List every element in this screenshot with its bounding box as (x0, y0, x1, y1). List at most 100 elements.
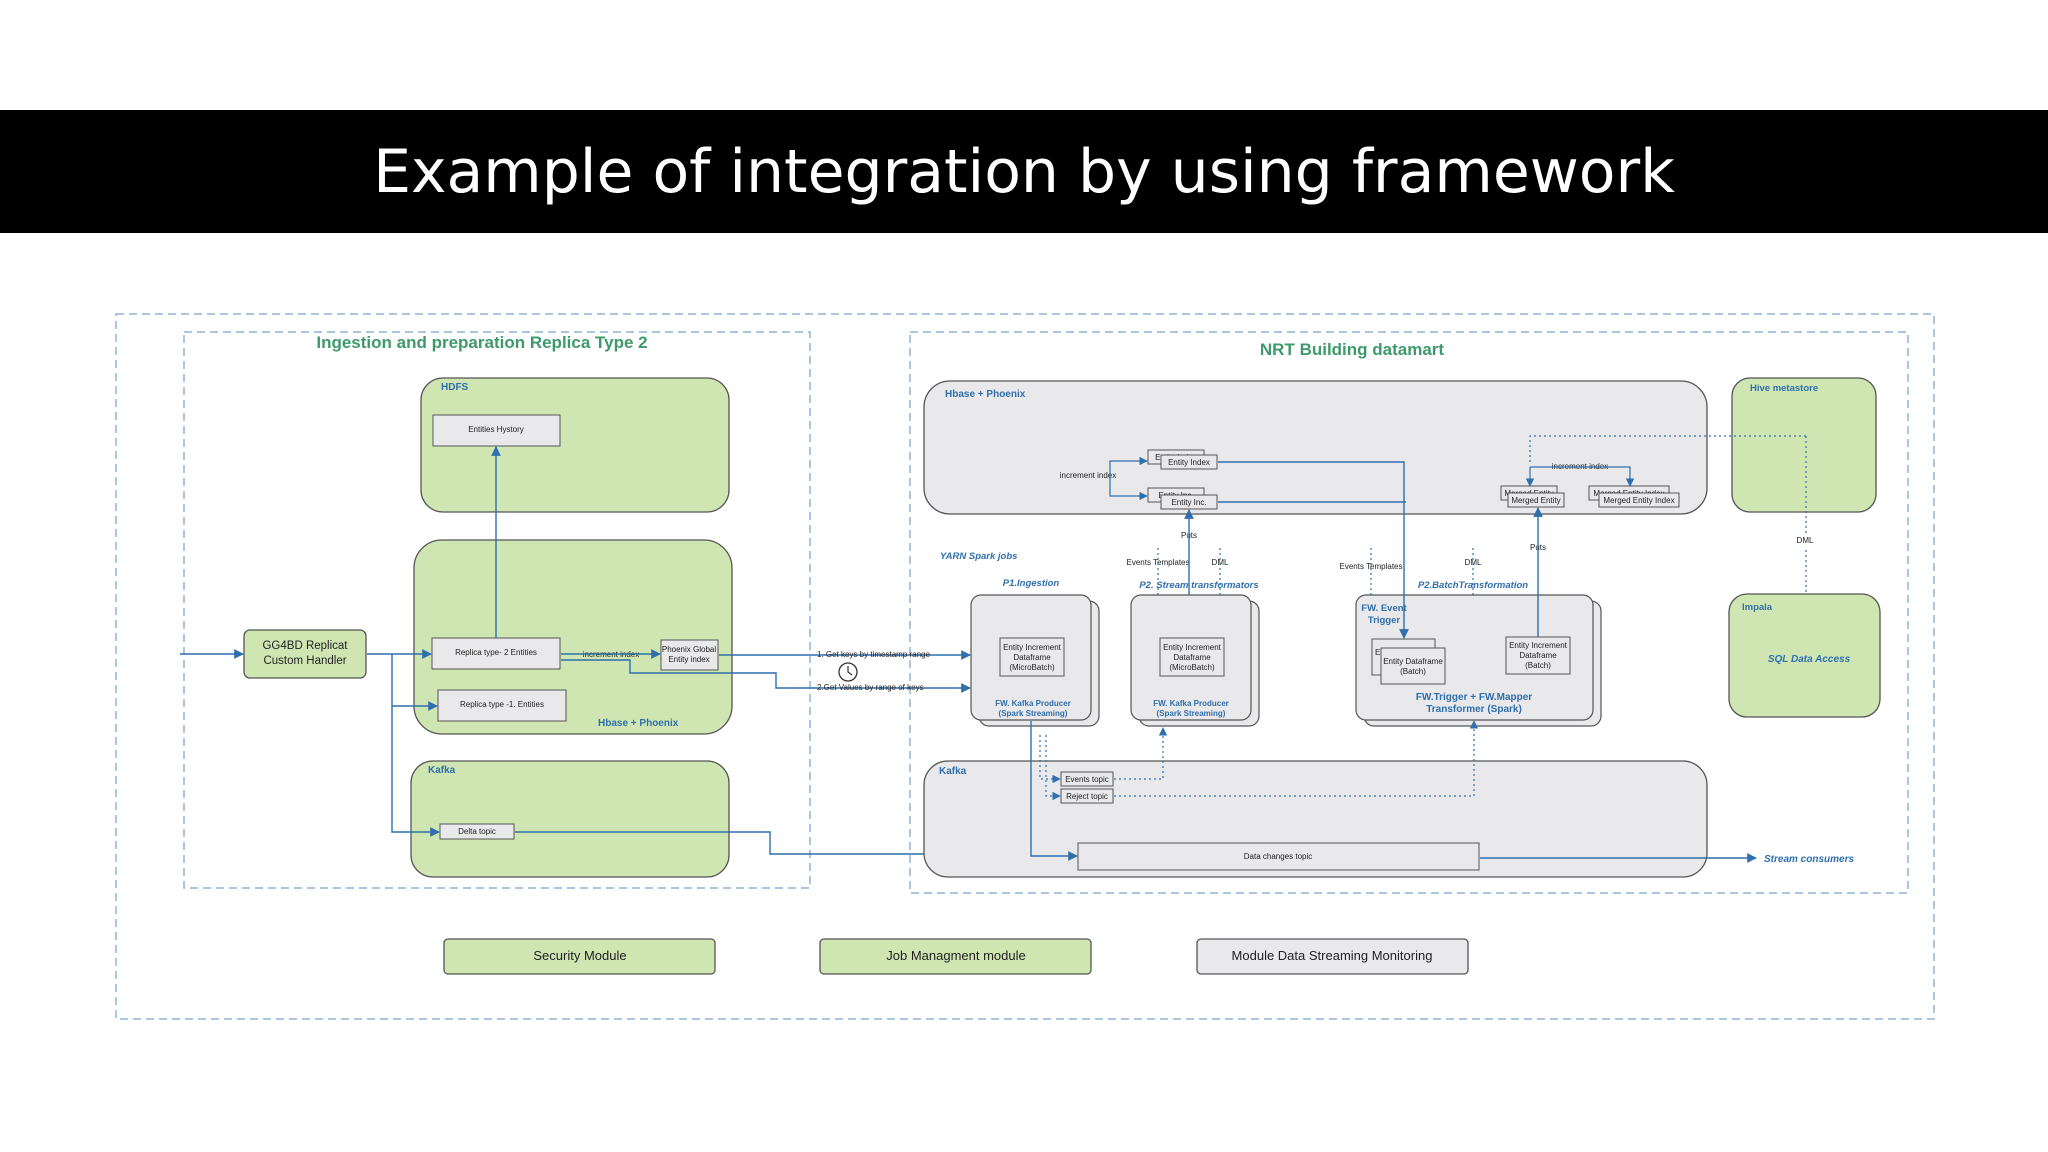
stream-consumers-label: Stream consumers (1764, 854, 1854, 865)
entity-index-box (1160, 454, 1218, 470)
outer-frame (115, 313, 1935, 1020)
hdfs-label: HDFS (441, 382, 469, 393)
reject-topic-label: Reject topic (1066, 792, 1108, 801)
entity-index-to-batch-arrow (1218, 461, 1409, 639)
p2-kafka-producer-label-2: (Spark Streaming) (1157, 709, 1226, 718)
p2-kafka-producer-label-1: FW. Kafka Producer (1153, 699, 1229, 708)
replica-type2-label: Replica type- 2 Entities (455, 648, 537, 657)
entities-history-box (432, 414, 561, 447)
eidb-label-1: Entity Increment (1509, 641, 1568, 650)
p1-eid-label-3: (MicroBatch) (1009, 663, 1055, 672)
monitoring-module-box (1196, 938, 1469, 975)
nrt-title: NRT Building datamart (1260, 340, 1445, 359)
merged-entity-label: Merged Entity (1511, 496, 1560, 505)
replica-type1-box (437, 689, 567, 722)
delta-topic-box (439, 823, 515, 840)
hbase-phoenix-right-label: Hbase + Phoenix (945, 389, 1026, 400)
data-changes-topic-box (1077, 842, 1480, 871)
eidb-label-3: (Batch) (1525, 661, 1551, 670)
get-keys-label: 1. Get keys by timestamp range (817, 650, 930, 659)
job-module-box (819, 938, 1092, 975)
hbase-phoenix-right-panel (923, 380, 1708, 515)
phoenix-global-label-1: Phoenix Global (662, 645, 716, 654)
job-module-label: Job Managment module (886, 948, 1025, 963)
inc-index-left-arrow (1109, 456, 1148, 488)
phoenix-global-label-2: Entity index (668, 655, 709, 664)
monitoring-module-label: Module Data Streaming Monitoring (1232, 948, 1433, 963)
merged-entity-box (1507, 492, 1565, 508)
increment-index-mid-label: increment index (1060, 471, 1116, 480)
dml-label-1: DML (1212, 558, 1229, 567)
hdfs-panel (420, 377, 730, 513)
gg4bd-box (243, 629, 367, 679)
dml-hive-label: DML (1797, 536, 1814, 545)
merged-entity-index-label: Merged Entity Index (1603, 496, 1674, 505)
reject-to-batch-dotted (1114, 720, 1479, 797)
p2-batch-label: P2.BatchTransformation (1418, 580, 1528, 591)
phoenix-global-box (660, 639, 719, 671)
fw-trigger-label-1: FW.Trigger + FW.Mapper (1416, 692, 1533, 703)
gg4bd-label-2: Custom Handler (263, 655, 346, 667)
get-values-label: 2.Get Values by range of keys (817, 683, 924, 692)
hbase-phoenix-left-panel (413, 539, 733, 735)
events-topic-label: Events topic (1065, 775, 1109, 784)
events-templates-label-1: Events Templates (1127, 558, 1190, 567)
p2-eid-box (1159, 637, 1225, 677)
delta-topic-label: Delta topic (458, 827, 496, 836)
p2-eid-label-3: (MicroBatch) (1169, 663, 1215, 672)
timer-icon-hand (847, 666, 853, 676)
fw-event-label-2: Trigger (1368, 615, 1401, 626)
p2-eid-label-2: Dataframe (1173, 653, 1211, 662)
edf-box (1380, 647, 1446, 685)
p1-eid-label-2: Dataframe (1013, 653, 1051, 662)
kafka-left-panel (410, 760, 730, 878)
hive-to-merged-dotted-line (1529, 435, 1806, 465)
ingestion-frame (183, 331, 811, 889)
inc-index-left-arrow-2 (1109, 488, 1148, 501)
edf-label-1: Entity Dataframe (1383, 657, 1443, 666)
events-templates-label-2: Events Templates (1340, 562, 1403, 571)
gg4bd-to-delta-arrow (391, 706, 440, 837)
p1-eid-box (999, 637, 1065, 677)
eidb-label-2: Dataframe (1519, 651, 1557, 660)
entity-inc-box (1160, 494, 1218, 510)
merged-entity-index-box (1598, 492, 1680, 508)
reject-topic-box (1060, 788, 1114, 804)
security-module-label: Security Module (533, 948, 626, 963)
fw-event-label-1: FW. Event (1361, 603, 1407, 614)
data-changes-topic-label: Data changes topic (1244, 852, 1313, 861)
yarn-spark-jobs-label: YARN Spark jobs (940, 551, 1017, 562)
hive-metastore-panel (1731, 377, 1877, 513)
replica-type2-box (431, 637, 561, 670)
title-bar: Example of integration by using framewor… (0, 110, 2048, 233)
sql-data-access-label: SQL Data Access (1768, 654, 1851, 665)
inc-index-right-line (1530, 466, 1635, 487)
gg4bd-label-1: GG4BD Replicat (262, 640, 348, 652)
impala-label: Impala (1742, 602, 1773, 613)
get-values-arrow (561, 659, 971, 693)
p1-to-reject-dotted (1045, 735, 1061, 801)
events-topic-box (1060, 771, 1114, 787)
kafka-left-label: Kafka (428, 765, 456, 776)
edf-label-2: (Batch) (1400, 667, 1426, 676)
eidb-box (1505, 636, 1571, 675)
p1-eid-label-1: Entity Increment (1003, 643, 1062, 652)
page-title: Example of integration by using framewor… (373, 136, 1675, 207)
p1-to-datachanges-arrow (1030, 721, 1078, 861)
p1-kafka-producer-label-1: FW. Kafka Producer (995, 699, 1071, 708)
nrt-frame (909, 331, 1909, 894)
fw-trigger-label-2: Transformer (Spark) (1426, 704, 1522, 715)
impala-panel (1728, 593, 1881, 718)
edf-back-label: E (1375, 648, 1380, 657)
events-to-p2-dotted (1114, 727, 1168, 780)
dml-label-2: DML (1465, 558, 1482, 567)
entities-history-label: Entities Hystory (468, 425, 524, 434)
entity-index-label: Entity Index (1168, 458, 1210, 467)
p2-stream-label: P2. Stream transformators (1139, 580, 1258, 591)
ingestion-title: Ingestion and preparation Replica Type 2 (316, 333, 647, 352)
entity-inc-label: Entity Inc. (1171, 498, 1206, 507)
p1-ingestion-label: P1.Ingestion (1003, 578, 1060, 589)
hbase-phoenix-left-label: Hbase + Phoenix (598, 718, 679, 729)
p2-batch-card (1355, 594, 1594, 721)
